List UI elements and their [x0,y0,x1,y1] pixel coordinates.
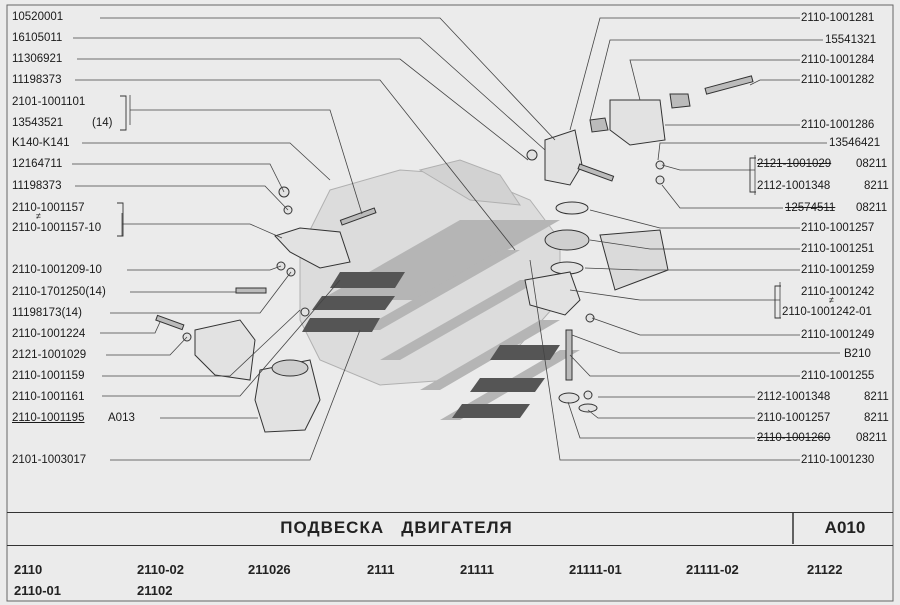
part-label: 12574511 [785,202,836,214]
part-label: 2110-1001209-10 [12,264,102,276]
part-label: 2110-1001161 [12,391,85,403]
part-label: 11306921 [12,53,63,65]
page-frame [6,4,894,602]
part-label: 2110-1001195 [12,412,85,424]
model-code: 2110-01 [14,583,61,598]
model-code: 2110 [14,562,43,577]
part-label: 2121-1001029 [12,349,87,361]
part-variant: 8211 [864,412,889,424]
part-variant: 08211 [856,432,888,444]
part-label: 2110-1001286 [801,119,875,131]
part-label: 2110-1001257 [757,412,831,424]
alt-mark: ≠ [829,295,834,305]
part-label: 2110-1001157-10 [12,222,102,234]
part-label: 2110-1001259 [801,264,875,276]
part-variant: 08211 [856,158,888,170]
model-code: 2111 [367,562,395,577]
left-mount-parts [155,186,377,433]
model-code: 21111-01 [569,562,622,577]
part-label: 2112-1001348 [757,391,831,403]
section-code: A010 [824,518,866,537]
part-label: 2121-1001029 [757,158,832,170]
part-label: 2110-1001242 [801,286,875,298]
part-label: 15541321 [825,34,877,46]
page-title: ПОДВЕСКА ДВИГАТЕЛЯ [280,518,513,537]
part-label: 13546421 [829,137,881,149]
part-label: 2110-1001230 [801,454,875,466]
part-label: 2110-1001251 [801,243,875,255]
part-label: 11198373 [12,180,62,192]
part-reference: A013 [108,412,135,424]
model-code: 21111-02 [686,562,739,577]
part-label: 11198173(14) [12,307,82,319]
part-label: 2110-1001249 [801,329,875,341]
model-code: 21111 [460,562,494,577]
part-variant: 08211 [856,202,888,214]
part-label: 2110-1001255 [801,370,875,382]
part-label: 2110-1001260 [757,432,831,444]
part-label: 11198373 [12,74,62,86]
part-label: 2112-1001348 [757,180,831,192]
model-code: 21122 [807,562,843,577]
right-mount-parts [524,75,754,413]
right-leader-lines [529,17,840,461]
part-label: 2110-1001159 [12,370,85,382]
part-label: B210 [844,348,871,360]
part-label: 2101-1003017 [12,454,87,466]
part-label: 2110-1001242-01 [782,306,872,318]
part-quantity: (14) [92,117,113,129]
title-bar [7,512,893,546]
part-label: 2110-1001157 [12,202,85,214]
logo-stripes [302,272,560,418]
part-variant: 8211 [864,180,889,192]
model-code: 21102 [137,583,173,598]
model-code: 211026 [248,562,291,577]
left-leader-lines [72,17,556,461]
alt-mark: ≠ [36,211,41,221]
model-code: 2110-02 [137,562,184,577]
part-label: 2110-1001281 [801,12,875,24]
part-label: 2110-1001224 [12,328,86,340]
part-label: 2110-1001284 [801,54,875,66]
part-label: 13543521 [12,117,64,129]
part-label: 10520001 [12,11,64,23]
part-label: 12164711 [12,158,63,170]
part-label: 16105011 [12,32,63,44]
part-label: K140-K141 [12,137,70,149]
part-label: 2110-1001257 [801,222,875,234]
part-label: 2101-1001101 [12,96,86,108]
part-label: 2110-1001282 [801,74,875,86]
part-label: 2110-1701250(14) [12,286,106,298]
part-variant: 8211 [864,391,889,403]
